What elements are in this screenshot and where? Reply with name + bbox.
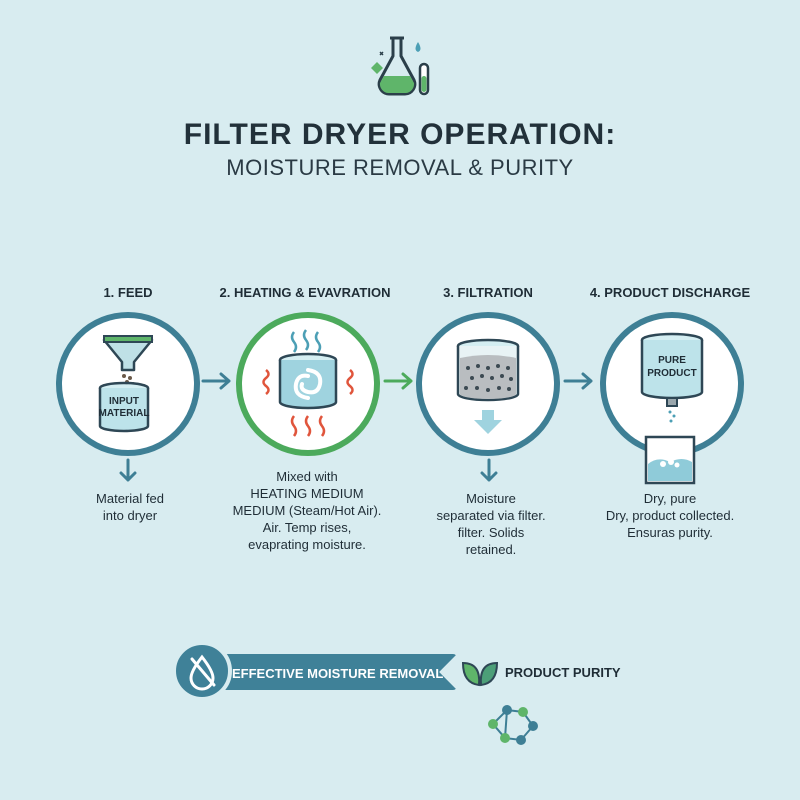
product-discharge-icon — [640, 332, 704, 423]
step-description-filtration: Moisture separated via filter. filter. S… — [436, 491, 546, 557]
step-circle-heating — [236, 312, 380, 456]
filter-vessel-icon — [456, 338, 520, 434]
flow-arrow-1 — [201, 372, 231, 390]
heated-vessel-icon — [262, 329, 354, 437]
step-label-feed: 1. FEED — [103, 285, 153, 300]
leaves-icon — [461, 661, 499, 687]
step-description-heating: Mixed with HEATING MEDIUM MEDIUM (Steam/… — [232, 469, 382, 552]
step-label-heating: 2. HEATING & EVAVRATION — [219, 285, 391, 300]
product-purity-label: PRODUCT PURITY — [505, 665, 621, 680]
page-subtitle: MOISTURE REMOVAL & PURITY — [226, 155, 574, 180]
step-circle-filtration — [416, 312, 560, 456]
step-label-filtration: 3. FILTRATION — [443, 285, 533, 300]
down-arrow-feed — [119, 458, 137, 482]
moisture-removal-banner: EFFECTIVE MOISTURE REMOVAL — [172, 641, 472, 701]
flow-arrow-2 — [383, 372, 413, 390]
molecule-icon — [488, 705, 538, 745]
step-circle-feed: INPUT MATERIAL — [56, 312, 200, 456]
down-arrow-filtration — [480, 458, 498, 482]
no-water-drop-icon — [172, 641, 232, 701]
step-label-discharge: 4. PRODUCT DISCHARGE — [589, 285, 751, 300]
lab-flask-icon — [371, 36, 430, 96]
feed-inner-text: INPUT MATERIAL — [98, 396, 150, 419]
moisture-banner-text: EFFECTIVE MOISTURE REMOVAL — [232, 666, 444, 681]
page-title: FILTER DRYER OPERATION: — [183, 118, 617, 151]
collection-jar-icon — [644, 435, 696, 485]
flow-arrow-3 — [563, 372, 593, 390]
discharge-inner-text: PURE PRODUCT — [647, 355, 697, 379]
step-description-discharge: Dry, pure Dry, product collected. Ensura… — [605, 491, 735, 540]
hopper-feed-icon — [98, 335, 154, 433]
step-description-feed: Material fed into dryer — [96, 491, 164, 523]
banner-ribbon — [202, 654, 457, 690]
step-circle-discharge: PURE PRODUCT — [600, 312, 744, 456]
